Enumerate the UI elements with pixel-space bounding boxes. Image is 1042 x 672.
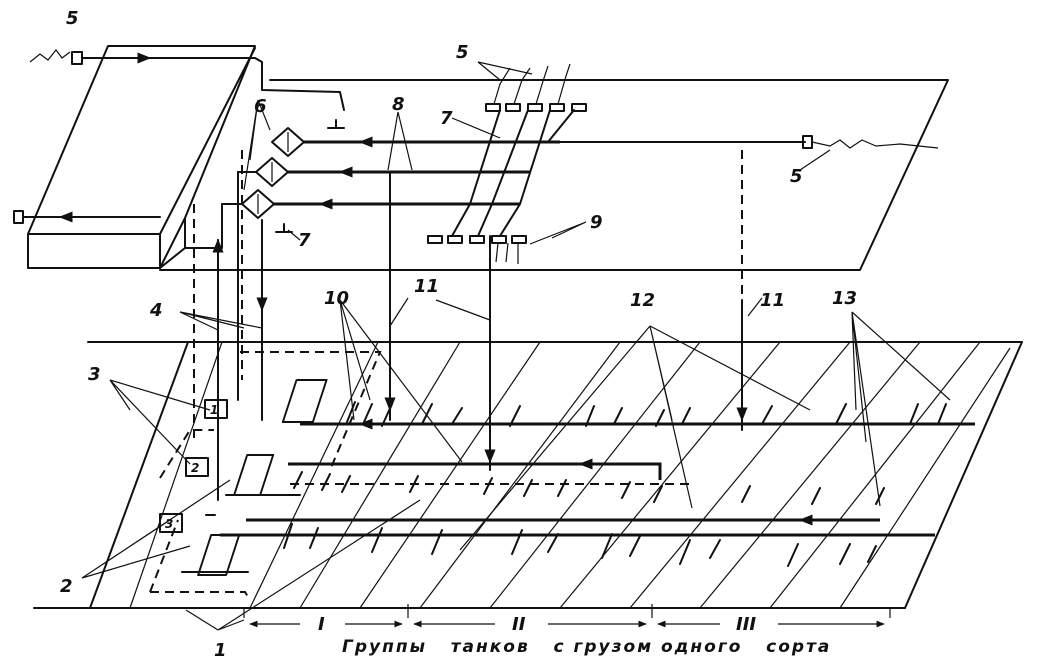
cargo-lines-upper-deck (185, 63, 939, 264)
label-11-right: 11 (760, 290, 785, 311)
shore-terminal-block (27, 45, 256, 269)
pump-room (159, 379, 328, 576)
label-5-right: 5 (790, 166, 803, 187)
label-5-top: 5 (456, 42, 469, 63)
label-8: 8 (392, 94, 405, 115)
label-11-left: 11 (414, 276, 439, 297)
label-2: 2 (60, 576, 73, 597)
label-10: 10 (324, 288, 349, 309)
pump-mark-2: 2 (191, 461, 199, 475)
label-5-top-left: 5 (66, 8, 79, 29)
label-7-top: 7 (440, 108, 453, 129)
group-label-3: III (736, 614, 756, 635)
label-4: 4 (149, 300, 163, 321)
label-13: 13 (832, 288, 857, 309)
label-7-bottom: 7 (298, 230, 311, 251)
upper-deck-plane (159, 79, 949, 271)
tank-partitions (129, 341, 1011, 609)
pump-mark-3: 3 (165, 517, 173, 531)
pump-mark-1: 1 (210, 403, 218, 417)
shore-pipeline-bottom (13, 210, 161, 224)
leader-lines (81, 61, 951, 631)
group-label-1: I (318, 614, 325, 635)
label-12: 12 (630, 290, 655, 311)
group-label-2: II (512, 614, 526, 635)
label-1: 1 (214, 640, 227, 661)
label-3: 3 (88, 364, 101, 385)
group-dimension-lines (243, 604, 891, 628)
tank-suction-hooks (283, 401, 947, 567)
label-9: 9 (590, 212, 603, 233)
caption: Группы танков с грузом одного сорта (342, 637, 831, 657)
ship-main-pipelines (149, 351, 975, 601)
label-6: 6 (254, 96, 267, 117)
vertical-connections (193, 150, 748, 501)
shore-pipeline-top (29, 49, 345, 111)
ship-deck-outline (33, 341, 1023, 609)
